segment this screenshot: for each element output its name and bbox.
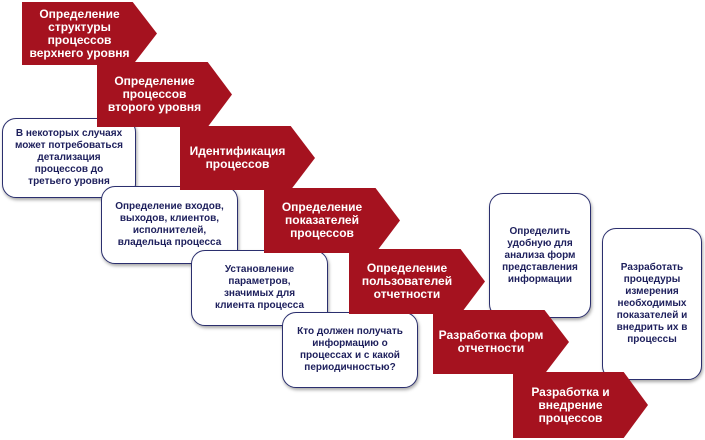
step-report-forms: Разработка форм отчетности (433, 310, 569, 374)
note-client-parameters: Установление параметров, значимых для кл… (191, 250, 328, 326)
step-process-identification: Идентификация процессов (180, 126, 315, 190)
step-reporting-users: Определение пользователей отчетности (349, 249, 485, 314)
note-reporting-recipients: Кто должен получать информацию о процесс… (282, 312, 418, 388)
note-third-level-detail: В некоторых случаях может потребоваться … (2, 118, 136, 198)
step-process-implementation: Разработка и внедрение процессов (513, 372, 648, 438)
note-implement-measurement: Разработать процедуры измерения необходи… (602, 228, 702, 380)
note-process-elements: Определение входов, выходов, клиентов, и… (101, 186, 238, 264)
step-top-level-structure: Определение структуры процессов верхнего… (22, 2, 157, 65)
step-process-indicators: Определение показателей процессов (264, 188, 400, 253)
note-report-format: Определить удобную для анализа форм пред… (489, 193, 591, 318)
step-second-level-processes: Определение процессов второго уровня (97, 62, 232, 127)
